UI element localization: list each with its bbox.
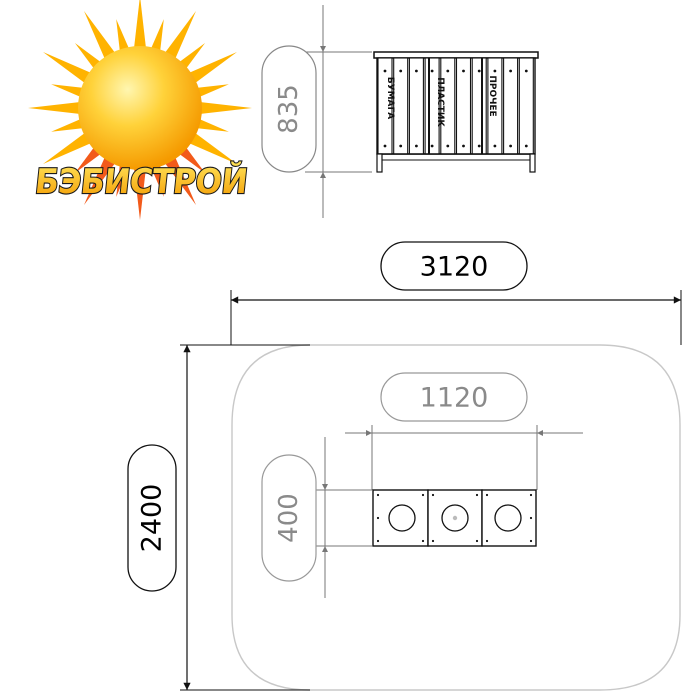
plan-rivet bbox=[431, 493, 435, 497]
unit-width-label: 1120 bbox=[420, 383, 489, 414]
plan-view: 3120 2400 1120 400 bbox=[127, 241, 682, 691]
plan-rivet bbox=[475, 493, 479, 497]
cabinet-slat bbox=[503, 57, 519, 155]
sun-ray bbox=[43, 132, 92, 164]
sun-rays-icon bbox=[28, 0, 252, 220]
plan-rivet bbox=[529, 493, 533, 497]
sun-ray bbox=[150, 164, 164, 197]
rivet bbox=[430, 144, 434, 148]
unit-depth-label: 400 bbox=[274, 493, 304, 543]
rivet bbox=[462, 69, 465, 73]
sun-ray bbox=[199, 102, 252, 114]
sun-ray bbox=[51, 118, 84, 132]
sun-ray bbox=[74, 146, 102, 174]
cabinet-slat bbox=[408, 57, 424, 155]
height-label-frame bbox=[261, 45, 317, 173]
rivet bbox=[399, 144, 403, 148]
plan-rivet bbox=[529, 539, 533, 543]
rivet bbox=[399, 69, 403, 73]
sun-ray bbox=[116, 164, 130, 197]
rivet bbox=[493, 69, 497, 73]
waste-bins-plan bbox=[372, 489, 537, 547]
sun-ray bbox=[164, 11, 196, 60]
bin-label-paper: БУМАГА bbox=[385, 77, 395, 119]
rivet bbox=[383, 69, 387, 73]
sun-ray bbox=[74, 42, 102, 70]
rivet bbox=[477, 69, 481, 73]
rivet bbox=[430, 69, 434, 73]
height-label: 835 bbox=[274, 84, 304, 134]
plan-rivet bbox=[376, 539, 380, 543]
plan-rivet bbox=[421, 539, 425, 543]
plan-rivet bbox=[475, 539, 479, 543]
plan-rivet bbox=[529, 516, 533, 520]
cabinet-slat bbox=[455, 57, 472, 155]
cabinet-slat bbox=[518, 57, 534, 155]
plan-rivet bbox=[376, 493, 380, 497]
sun-ray bbox=[164, 156, 196, 205]
rivet bbox=[446, 144, 450, 148]
unit-width-label-frame bbox=[380, 372, 528, 422]
sun-ray bbox=[196, 84, 229, 98]
rivet bbox=[383, 144, 387, 148]
logo: БЭБИСТРОЙ bbox=[28, 0, 252, 220]
waste-bin-cabinet bbox=[373, 51, 539, 173]
site-depth-label-frame bbox=[127, 444, 177, 592]
plan-rivet bbox=[421, 493, 425, 497]
site-width-label-frame bbox=[380, 241, 528, 291]
rivet bbox=[415, 69, 418, 73]
sun-ray bbox=[150, 19, 164, 52]
plan-rivet bbox=[485, 539, 489, 543]
sun-ray bbox=[188, 132, 237, 164]
sun-ray bbox=[178, 146, 206, 174]
front-view: 835 БУМАГА ПЛАСТИК ПРОЧЕЕ bbox=[261, 5, 539, 218]
sun-ray bbox=[116, 19, 130, 52]
rivet bbox=[524, 69, 528, 73]
sun-ray bbox=[84, 156, 116, 205]
sun-ray bbox=[134, 0, 146, 49]
bin-label-other: ПРОЧЕЕ bbox=[487, 75, 497, 116]
site-depth-label: 2400 bbox=[137, 484, 168, 553]
unit-depth-label-frame bbox=[261, 454, 317, 582]
logo-text: БЭБИСТРОЙ bbox=[33, 161, 249, 202]
rivet bbox=[446, 69, 450, 73]
bin-label-plastic: ПЛАСТИК bbox=[435, 77, 445, 127]
sun-ray bbox=[188, 52, 237, 84]
cabinet-slat bbox=[471, 57, 487, 155]
sun-icon bbox=[78, 46, 202, 170]
plan-rivet bbox=[485, 493, 489, 497]
site-outline bbox=[231, 344, 681, 691]
sun-ray bbox=[28, 102, 81, 114]
rivet bbox=[509, 69, 512, 73]
site-width-label: 3120 bbox=[420, 252, 489, 283]
sun-ray bbox=[196, 118, 229, 132]
sun-ray bbox=[84, 11, 116, 60]
sun-ray bbox=[178, 42, 206, 70]
rivet bbox=[477, 144, 481, 148]
sun-ray bbox=[134, 167, 146, 220]
rivet bbox=[462, 144, 465, 148]
rivet bbox=[415, 144, 418, 148]
rivet bbox=[524, 144, 528, 148]
rivet bbox=[493, 144, 497, 148]
sun-ray bbox=[43, 52, 92, 84]
plan-rivet bbox=[376, 516, 380, 520]
plan-rivet bbox=[431, 539, 435, 543]
rivet bbox=[509, 144, 512, 148]
sun-ray bbox=[51, 84, 84, 98]
